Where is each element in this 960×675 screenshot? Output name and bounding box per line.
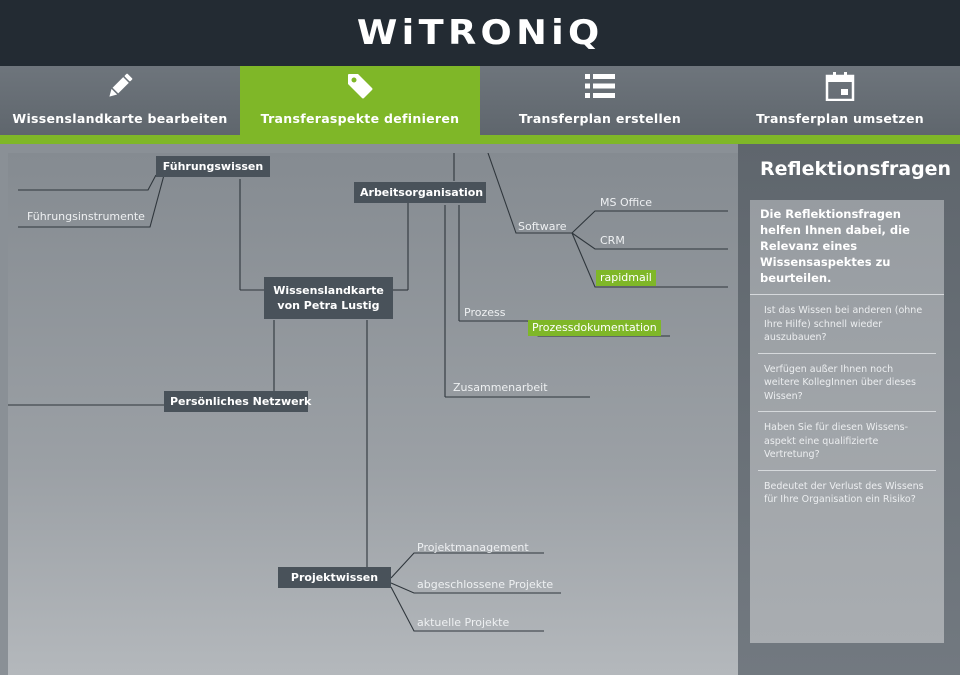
node-fuehrungswissen[interactable]: Führungswissen: [156, 156, 270, 177]
question-item: Ist das Wissen bei anderen (ohne Ihre Hi…: [758, 295, 936, 354]
center-line-1: Wissenslandkarte: [273, 284, 384, 297]
node-arbeitsorganisation[interactable]: Arbeitsorganisation: [354, 182, 486, 203]
question-item: Bedeutet der Verlust des Wissens für Ihr…: [764, 480, 924, 506]
tab-transferplan-umsetzen[interactable]: Transferplan umsetzen: [720, 66, 960, 135]
question-item: Haben Sie für diesen Wissens-aspekt eine…: [758, 412, 936, 471]
tab-wissenslandkarte-bearbeiten[interactable]: Wissenslandkarte bearbeiten: [0, 66, 240, 135]
pencil-icon: [105, 70, 135, 102]
tab-label: Wissenslandkarte bearbeiten: [12, 111, 228, 126]
accent-bar: [0, 135, 960, 144]
list-icon: [584, 70, 616, 102]
leaf-prozessdokumentation[interactable]: Prozessdokumentation: [528, 320, 661, 336]
tab-label: Transferplan erstellen: [518, 111, 682, 126]
leaf-prozess[interactable]: Prozess: [464, 306, 506, 319]
witroniq-logo: WiTRONiQ: [356, 13, 604, 53]
tag-icon: [345, 70, 375, 102]
mindmap-canvas[interactable]: Führungswissen Arbeitsorganisation Wisse…: [8, 153, 738, 675]
node-center-wissenslandkarte[interactable]: Wissenslandkarte von Petra Lustig: [264, 277, 393, 319]
node-persoenliches-netzwerk[interactable]: Persönliches Netzwerk: [164, 391, 311, 412]
leaf-aktuelle-projekte[interactable]: aktuelle Projekte: [417, 616, 510, 629]
tab-transferplan-erstellen[interactable]: Transferplan erstellen: [480, 66, 720, 135]
tab-label: Transferaspekte definieren: [260, 111, 460, 126]
tab-transferaspekte-definieren[interactable]: Transferaspekte definieren: [240, 66, 480, 135]
question-item: Verfügen außer Ihnen noch weitere Kolleg…: [758, 354, 936, 412]
leaf-ms-office[interactable]: MS Office: [600, 196, 653, 209]
reflection-panel: Reflektionsfragen Die Reflektionsfragen …: [738, 144, 960, 675]
panel-intro: Die Reflektionsfragen helfen Ihnen dabei…: [750, 200, 944, 295]
calendar-icon: [825, 70, 855, 102]
leaf-abgeschlossene-projekte[interactable]: abgeschlossene Projekte: [417, 578, 554, 591]
leaf-software[interactable]: Software: [518, 220, 567, 233]
app-header: WiTRONiQ: [0, 0, 960, 66]
mindmap-connectors: [8, 153, 728, 632]
leaf-crm[interactable]: CRM: [600, 234, 625, 247]
main-tabs: Wissenslandkarte bearbeiten Transferaspe…: [0, 66, 960, 135]
center-line-2: von Petra Lustig: [277, 299, 380, 312]
leaf-fuehrungsinstrumente[interactable]: Führungsinstrumente: [27, 210, 145, 223]
tab-label: Transferplan umsetzen: [756, 111, 924, 126]
questions-box: Die Reflektionsfragen helfen Ihnen dabei…: [750, 200, 944, 643]
leaf-zusammenarbeit[interactable]: Zusammenarbeit: [453, 381, 548, 394]
node-projektwissen[interactable]: Projektwissen: [278, 567, 391, 588]
leaf-rapidmail[interactable]: rapidmail: [596, 270, 656, 286]
leaf-projektmanagement[interactable]: Projektmanagement: [417, 541, 529, 554]
panel-title: Reflektionsfragen: [760, 158, 952, 180]
